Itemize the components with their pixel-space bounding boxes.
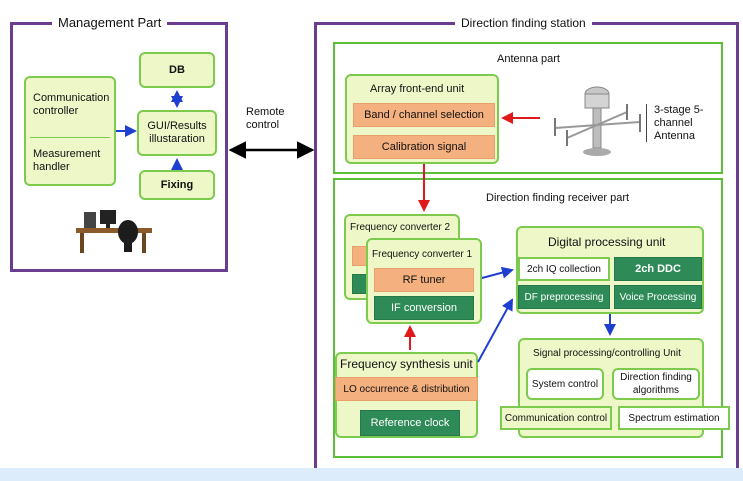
antenna-label: 3-stage 5-channel Antenna — [654, 104, 704, 142]
rf-tuner-box: RF tuner — [374, 268, 474, 292]
communication-controller-label: Communication controller — [33, 92, 110, 117]
antenna-part-frame — [333, 42, 723, 174]
measurement-handler-label: Measurement handler — [33, 148, 101, 173]
divider — [30, 137, 110, 138]
remote-control-label: Remote control — [246, 106, 285, 131]
spectrum-estimation-box: Spectrum estimation — [618, 406, 730, 430]
management-left-group — [24, 76, 116, 186]
system-control-box: System control — [526, 368, 604, 400]
array-frontend-title: Array front-end unit — [370, 83, 465, 95]
freq-converter-2-title: Frequency converter 2 — [350, 222, 451, 233]
freq-synthesis-unit-title: Frequency synthesis unit — [340, 357, 473, 371]
management-part-title: Management Part — [52, 15, 168, 30]
iq-collection-box: 2ch IQ collection — [518, 257, 610, 281]
antenna-part-title: Antenna part — [497, 53, 560, 65]
fixing-box: Fixing — [139, 170, 215, 200]
bottom-band — [0, 468, 743, 481]
db-box: DB — [139, 52, 215, 88]
antenna-icon — [554, 86, 641, 156]
communication-control-box: Communication control — [500, 406, 612, 430]
operator-desk-icon — [76, 210, 152, 253]
reference-clock-box: Reference clock — [360, 410, 460, 436]
ddc-box: 2ch DDC — [614, 257, 702, 281]
voice-processing-box: Voice Processing — [614, 285, 702, 309]
if-conversion-box: IF conversion — [374, 296, 474, 320]
receiver-part-title: Direction finding receiver part — [486, 192, 630, 204]
df-preprocessing-box: DF preprocessing — [518, 285, 610, 309]
band-channel-selection-box: Band / channel selection — [353, 103, 495, 127]
receiver-part-frame — [333, 178, 723, 458]
gui-results-box: GUI/Results illustaration — [137, 110, 217, 156]
lo-distribution-box: LO occurrence & distribution — [335, 377, 478, 401]
station-title: Direction finding station — [455, 16, 592, 30]
digital-processing-unit-title: Digital processing unit — [548, 235, 666, 249]
antenna-bracket — [646, 104, 647, 142]
calibration-signal-box: Calibration signal — [353, 135, 495, 159]
signal-processing-unit-title: Signal processing/controlling Unit — [533, 348, 681, 359]
freq-converter-1-title: Frequency converter 1 — [372, 249, 473, 260]
df-algorithms-box: Direction finding algorithms — [612, 368, 700, 400]
